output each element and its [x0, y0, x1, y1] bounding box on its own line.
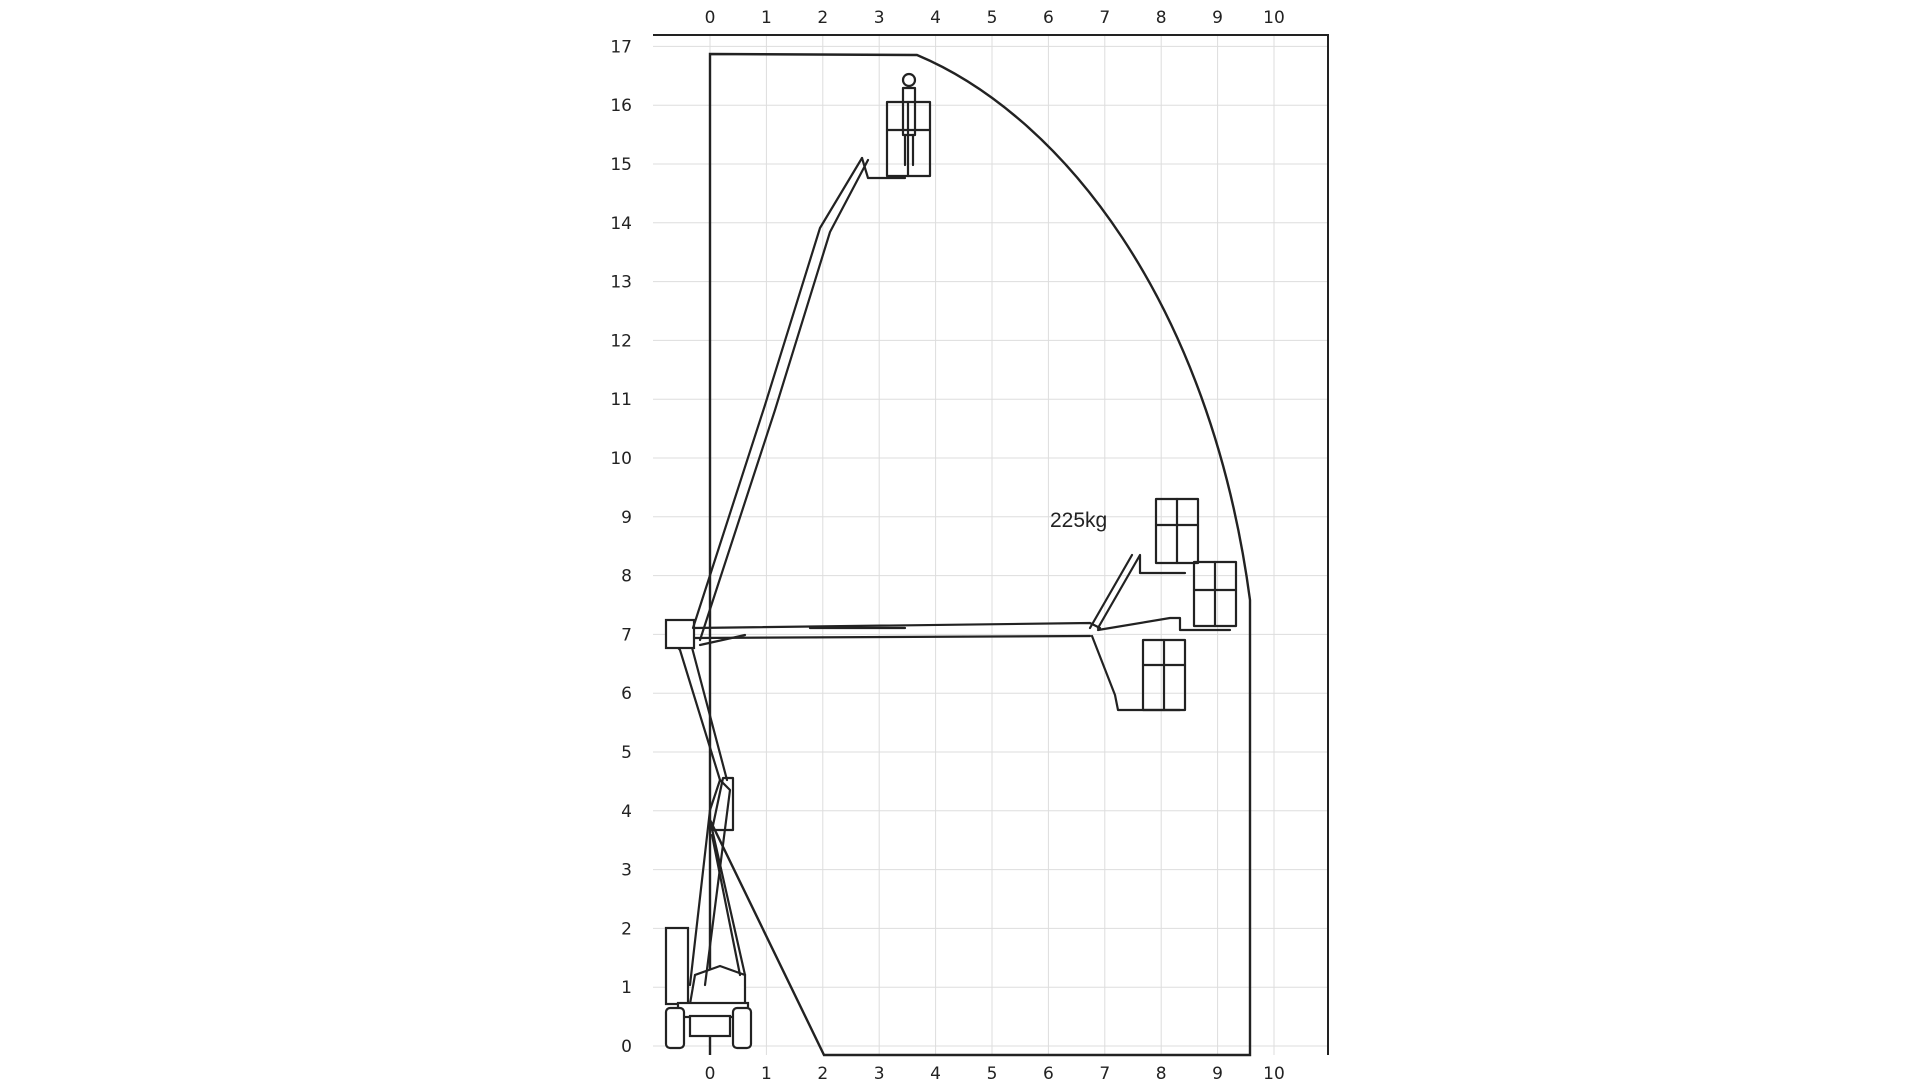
y-tick-label: 3 — [621, 861, 632, 881]
plot-frame — [653, 34, 1329, 1055]
boom-upper-inner — [698, 158, 870, 642]
y-tick-label: 6 — [621, 684, 632, 704]
riser-middle — [710, 776, 735, 832]
boom-pivot-bracket — [664, 618, 696, 650]
jib-positions — [1088, 553, 1232, 712]
y-tick-label: 8 — [621, 567, 632, 587]
x-tick-label: 4 — [930, 8, 941, 28]
riser-upper — [666, 634, 729, 782]
x-tick-label: 7 — [1099, 8, 1110, 28]
y-tick-label: 0 — [621, 1037, 632, 1057]
y-tick-label: 9 — [621, 508, 632, 528]
x-tick-label: 0 — [705, 1064, 716, 1080]
x-tick-label: 2 — [817, 8, 828, 28]
boom-upper-outer — [691, 156, 864, 630]
boom-upper-position — [691, 156, 907, 642]
y-tick-label: 16 — [610, 96, 632, 116]
machine-turret — [688, 964, 747, 1006]
y-tick-label: 14 — [610, 214, 632, 234]
x-axis-bottom: 0 1 2 3 4 5 6 7 8 9 10 — [705, 1064, 1285, 1080]
basket-level-jib — [1192, 560, 1238, 628]
x-tick-label: 6 — [1043, 8, 1054, 28]
y-tick-label: 5 — [621, 743, 632, 763]
platform-basket-icon — [885, 100, 1238, 712]
x-tick-label: 3 — [874, 8, 885, 28]
boom-horizontal-bottom — [692, 634, 1092, 640]
x-tick-label: 6 — [1043, 1064, 1054, 1080]
y-tick-label: 10 — [610, 449, 632, 469]
basket-top — [885, 100, 932, 178]
load-capacity-label: 225kg — [1050, 509, 1107, 532]
x-tick-label: 9 — [1212, 8, 1223, 28]
operator-icon — [901, 72, 917, 167]
jib-upper — [860, 156, 907, 180]
x-tick-label: 5 — [987, 8, 998, 28]
x-axis-top: 0 1 2 3 4 5 6 7 8 9 10 — [705, 8, 1285, 28]
y-tick-label: 12 — [610, 331, 632, 351]
basket-lowered-jib — [1141, 638, 1187, 712]
y-tick-label: 4 — [621, 802, 632, 822]
x-tick-label: 1 — [761, 1064, 772, 1080]
boom-horizontal-position — [692, 621, 1102, 647]
x-tick-label: 0 — [705, 8, 716, 28]
y-tick-label: 13 — [610, 273, 632, 293]
boom-lift-icon — [664, 926, 753, 1050]
x-tick-label: 10 — [1263, 8, 1285, 28]
x-tick-label: 3 — [874, 1064, 885, 1080]
x-tick-label: 4 — [930, 1064, 941, 1080]
machine-base — [688, 1014, 732, 1038]
y-tick-label: 1 — [621, 978, 632, 998]
x-tick-label: 8 — [1156, 1064, 1167, 1080]
machine-counterweight — [664, 926, 690, 1006]
riser-cross-brace — [708, 818, 747, 977]
jib-level — [1096, 616, 1232, 632]
grid — [653, 35, 1328, 1055]
x-tick-label: 1 — [761, 8, 772, 28]
x-tick-label: 5 — [987, 1064, 998, 1080]
y-tick-label: 11 — [610, 390, 632, 410]
y-tick-label: 15 — [610, 155, 632, 175]
x-tick-label: 2 — [817, 1064, 828, 1080]
jib-raised — [1088, 553, 1187, 630]
boom-horizontal-top — [692, 621, 1102, 630]
rear-wheel — [731, 1006, 753, 1050]
x-tick-label: 7 — [1099, 1064, 1110, 1080]
boom-horizontal-cylinder — [698, 626, 907, 647]
front-wheel — [664, 1006, 686, 1050]
x-tick-label: 10 — [1263, 1064, 1285, 1080]
working-envelope — [708, 52, 1252, 1057]
y-tick-label: 2 — [621, 919, 632, 939]
basket-raised-jib — [1154, 497, 1200, 565]
y-tick-label: 17 — [610, 37, 632, 57]
x-tick-label: 9 — [1212, 1064, 1223, 1080]
x-tick-label: 8 — [1156, 8, 1167, 28]
y-tick-label: 7 — [621, 625, 632, 645]
